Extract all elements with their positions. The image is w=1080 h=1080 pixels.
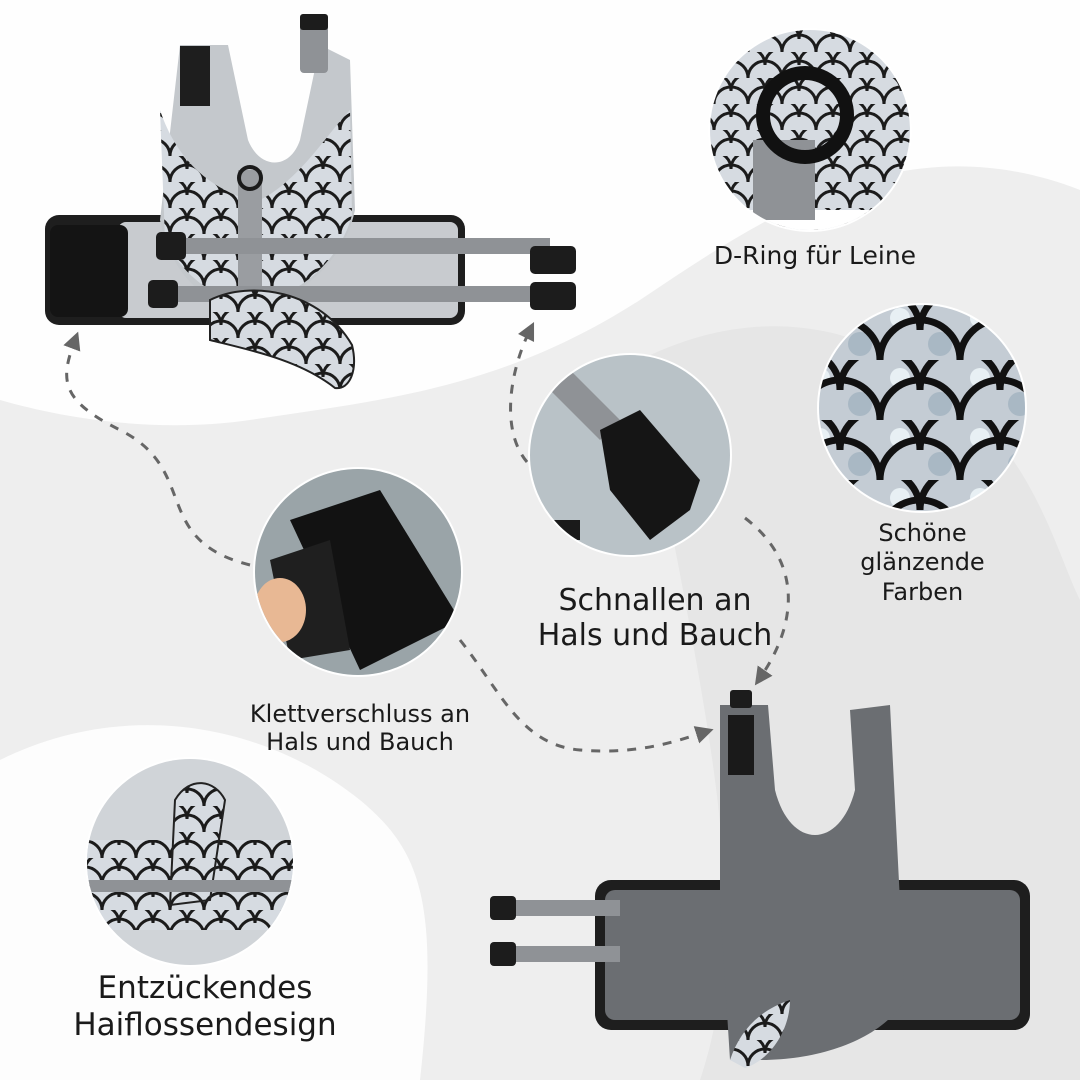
label-colors-line-2: glänzende: [860, 548, 985, 577]
label-colors-line-3: Farben: [881, 577, 964, 606]
label-velcro-line-1: Klettverschluss an: [249, 700, 471, 728]
label-velcro-line-2: Hals und Bauch: [266, 728, 454, 757]
detail-velcro: [253, 467, 463, 677]
vest-back-image: [490, 690, 1030, 1068]
detail-scales: [817, 303, 1027, 513]
label-buckles: Schnallen an Hals und Bauch: [520, 583, 790, 654]
label-velcro: Klettverschluss an Hals und Bauch: [210, 700, 510, 757]
arrows: [63, 321, 790, 753]
label-colors: Schöne glänzende Farben: [835, 519, 1010, 607]
label-d-ring: D-Ring für Leine: [690, 241, 940, 271]
detail-fin: [85, 757, 295, 967]
label-buckles-line-1: Schnallen an: [558, 583, 752, 618]
label-d-ring-text: D-Ring für Leine: [713, 241, 917, 270]
vest-front-image: [45, 14, 576, 390]
label-fin: Entzückendes Haiflossendesign: [40, 970, 370, 1043]
label-colors-line-1: Schöne: [878, 519, 967, 547]
label-buckles-line-2: Hals und Bauch: [537, 618, 773, 654]
label-fin-line-1: Entzückendes: [97, 970, 313, 1006]
label-fin-line-2: Haiflossendesign: [73, 1006, 337, 1043]
detail-buckle: [528, 353, 732, 557]
